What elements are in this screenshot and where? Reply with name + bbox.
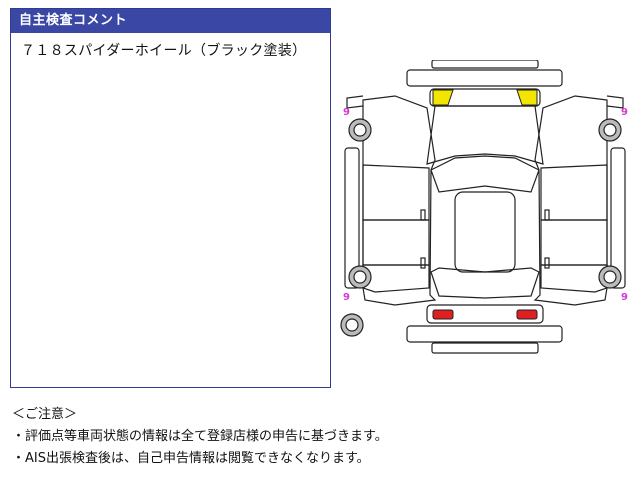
right-side-panel: [533, 95, 608, 306]
wheel-mark-rear-left: 9: [343, 292, 350, 303]
front-right-highlight: [516, 89, 538, 106]
right-door-handle: [544, 209, 550, 221]
hood-part: [426, 105, 544, 165]
roof-part: [454, 191, 516, 273]
vehicle-condition-diagram: 9 9 9 9: [335, 59, 635, 370]
front-grille-part: [431, 59, 539, 69]
hub-rear-right: [603, 270, 617, 284]
notes-title: ＜ご注意＞: [12, 407, 78, 422]
hub-front-left: [353, 123, 367, 137]
notes-section: ＜ご注意＞ ・評価点等車両状態の情報は全て登録店様の申告に基づきます。 ・AIS…: [12, 404, 388, 470]
rear-bumper-part: [406, 325, 563, 343]
left-door-handle: [420, 209, 426, 221]
rear-window-part: [430, 267, 540, 299]
left-rear-door: [362, 219, 430, 266]
front-bumper-part: [406, 69, 563, 87]
rear-lower-part: [431, 342, 539, 354]
inspection-comment-panel: 自主検査コメント ７１８スパイダーホイール（ブラック塗装）: [10, 8, 331, 388]
rear-right-highlight: [516, 309, 538, 320]
left-sill: [344, 147, 360, 289]
wheel-mark-front-left: 9: [343, 107, 350, 118]
windshield-part: [430, 155, 540, 193]
left-rear-handle: [420, 257, 426, 269]
rear-left-highlight: [432, 309, 454, 320]
right-rear-quarter: [540, 264, 608, 293]
right-front-door: [540, 164, 608, 221]
comment-panel-header: 自主検査コメント: [11, 9, 330, 33]
right-mirror: [606, 95, 624, 109]
notes-line: ・AIS出張検査後は、自己申告情報は閲覧できなくなります。: [12, 451, 370, 466]
right-rear-handle: [544, 257, 550, 269]
hub-spare-wheel: [345, 318, 359, 332]
right-sill: [610, 147, 626, 289]
wheel-mark-front-right: 9: [621, 107, 628, 118]
left-mirror: [346, 95, 364, 109]
notes-line: ・評価点等車両状態の情報は全て登録店様の申告に基づきます。: [12, 429, 388, 444]
left-front-door: [362, 164, 430, 221]
left-side-panel: [362, 95, 437, 306]
left-rear-quarter: [362, 264, 430, 293]
trunk-rear-part: [426, 304, 544, 324]
comment-text: ７１８スパイダーホイール（ブラック塗装）: [21, 43, 307, 59]
hub-rear-left: [353, 270, 367, 284]
front-left-highlight: [432, 89, 454, 106]
wheel-mark-rear-right: 9: [621, 292, 628, 303]
hub-front-right: [603, 123, 617, 137]
car-outline-svg: 9 9 9 9: [340, 59, 628, 354]
right-rear-door: [540, 219, 608, 266]
